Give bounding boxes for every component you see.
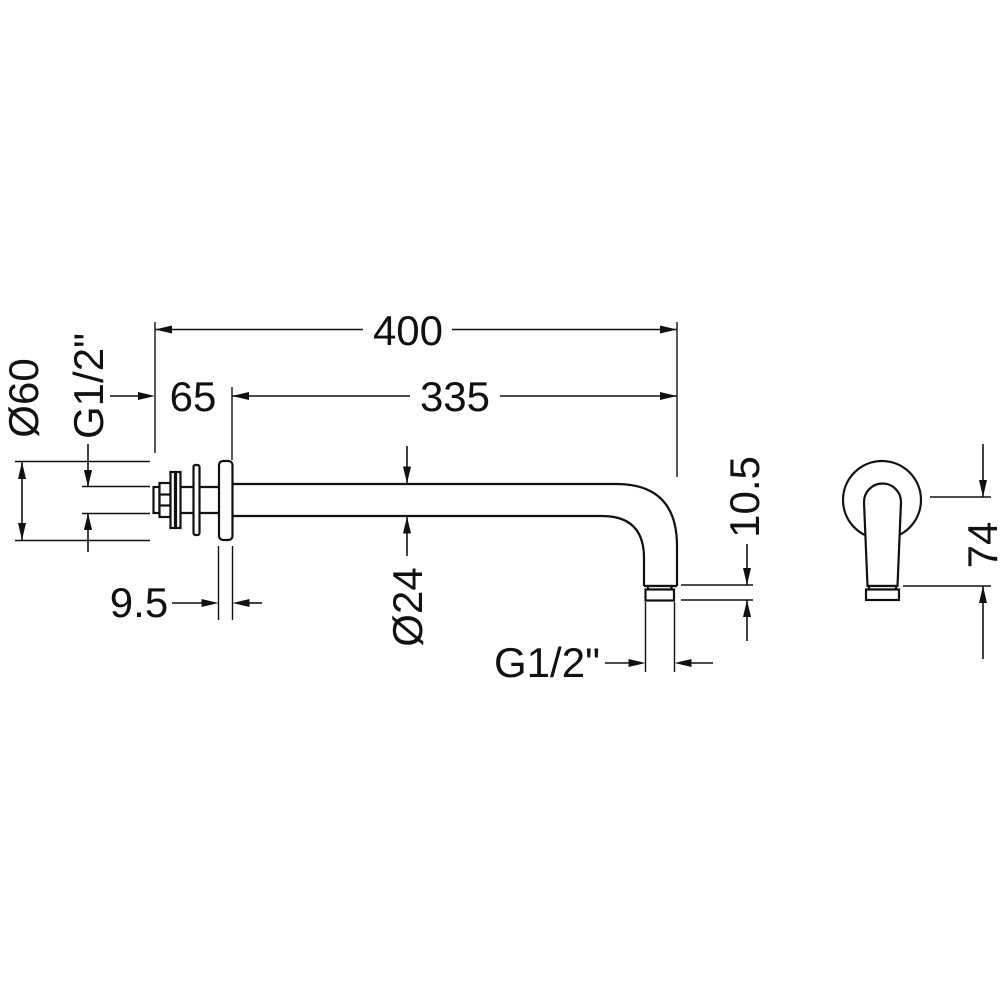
arm-body: [232, 482, 679, 588]
arrowhead: [743, 568, 751, 585]
arrowhead: [660, 325, 677, 334]
dim-outlet-nut-height: 10.5: [681, 456, 768, 641]
dim-outlet-thread-label: G1/2": [494, 639, 600, 686]
dim-overall-length-label: 400: [373, 307, 443, 354]
dim-inlet-thread-label: G1/2": [65, 333, 112, 439]
dim-arm-length-label: 335: [420, 373, 490, 420]
dim-overall-length: 400: [154, 307, 678, 477]
arrowhead: [979, 480, 987, 497]
arrowhead: [743, 600, 751, 617]
front-view: [841, 459, 923, 602]
front-collar-body: [864, 588, 901, 602]
arrowhead: [138, 392, 155, 400]
arrowhead: [979, 586, 987, 603]
arrowhead: [232, 599, 250, 607]
dim-flange-diameter-label: Ø60: [0, 358, 47, 437]
arrowhead: [155, 325, 172, 334]
front-arm: [862, 482, 903, 588]
dim-outlet-drop: 74: [903, 444, 1000, 659]
nut-body: [158, 481, 172, 519]
arrowhead: [403, 466, 411, 484]
side-view: [152, 459, 679, 602]
dim-inlet-length: 65: [110, 373, 216, 420]
dim-inlet-thread: G1/2": [65, 333, 150, 552]
arrowhead: [403, 516, 411, 534]
dim-outlet-nut-height-label: 10.5: [721, 456, 768, 538]
arm-outer-contour: [232, 482, 679, 586]
dim-arm-diameter-label: Ø24: [384, 567, 431, 646]
outlet-collar-body: [644, 588, 676, 602]
arrowhead: [660, 392, 677, 400]
arm-inner-contour: [232, 514, 646, 586]
arrowhead: [84, 513, 92, 530]
dim-arm-length: 335: [231, 373, 677, 460]
dim-inlet-length-label: 65: [170, 373, 217, 420]
dim-flange-diameter: Ø60: [0, 358, 150, 542]
inlet-nut: [152, 481, 172, 519]
arrowhead: [232, 392, 249, 400]
arrowhead: [84, 470, 92, 487]
wall-plate: [192, 463, 201, 537]
dim-arm-diameter: Ø24: [384, 446, 431, 647]
escutcheon-flange: [217, 459, 234, 542]
dim-flange-thickness: 9.5: [110, 546, 262, 626]
washer: [169, 470, 177, 530]
arrowhead: [674, 659, 692, 667]
arrowhead: [18, 523, 26, 540]
arrowhead: [628, 659, 646, 667]
outlet-collar: [644, 584, 676, 602]
arrowhead: [201, 599, 219, 607]
dim-outlet-drop-label: 74: [959, 522, 1000, 569]
dim-outlet-thread: G1/2": [494, 602, 713, 686]
front-outlet-collar: [864, 584, 901, 602]
washer: [174, 470, 182, 530]
dim-flange-thickness-label: 9.5: [110, 579, 168, 626]
arrowhead: [18, 462, 26, 479]
